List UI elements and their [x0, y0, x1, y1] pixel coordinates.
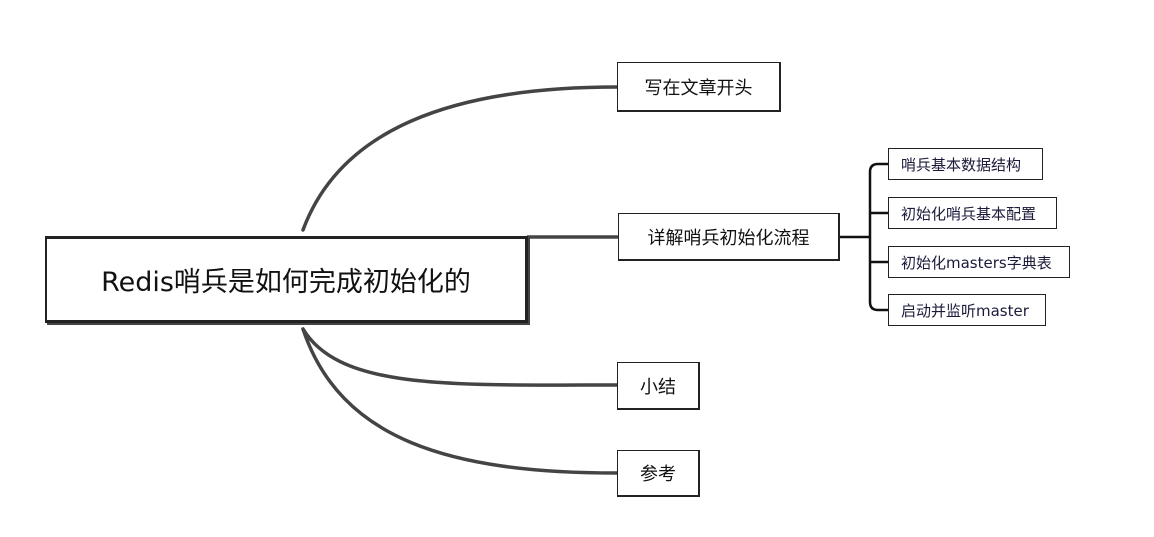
branch-node-summary[interactable]: 小结 [617, 362, 700, 410]
root-node[interactable]: Redis哨兵是如何完成初始化的 [45, 236, 528, 323]
branch-label: 写在文章开头 [644, 77, 753, 99]
subnode-data-structures[interactable]: 哨兵基本数据结构 [888, 148, 1043, 180]
branch-label: 小结 [640, 376, 676, 398]
branch-label: 参考 [640, 464, 676, 485]
branch-label: 详解哨兵初始化流程 [647, 227, 810, 249]
connector-branch-2 [301, 327, 619, 387]
subnode-label: 启动并监听master [901, 301, 1029, 320]
connector-sub-0 [868, 162, 888, 312]
branch-node-references[interactable]: 参考 [617, 450, 700, 497]
branch-node-intro[interactable]: 写在文章开头 [617, 62, 781, 112]
subnode-label: 哨兵基本数据结构 [901, 155, 1022, 174]
subnode-start-monitor[interactable]: 启动并监听master [888, 294, 1046, 326]
subnode-masters-dict[interactable]: 初始化masters字典表 [888, 246, 1070, 278]
root-label: Redis哨兵是如何完成初始化的 [101, 267, 471, 298]
connector-branch-3 [301, 327, 619, 475]
subnode-label: 初始化masters字典表 [901, 253, 1052, 272]
subnode-basic-config[interactable]: 初始化哨兵基本配置 [888, 197, 1057, 229]
connector-branch-0 [301, 85, 619, 232]
subnode-label: 初始化哨兵基本配置 [901, 204, 1037, 223]
branch-node-init-flow[interactable]: 详解哨兵初始化流程 [618, 213, 840, 261]
